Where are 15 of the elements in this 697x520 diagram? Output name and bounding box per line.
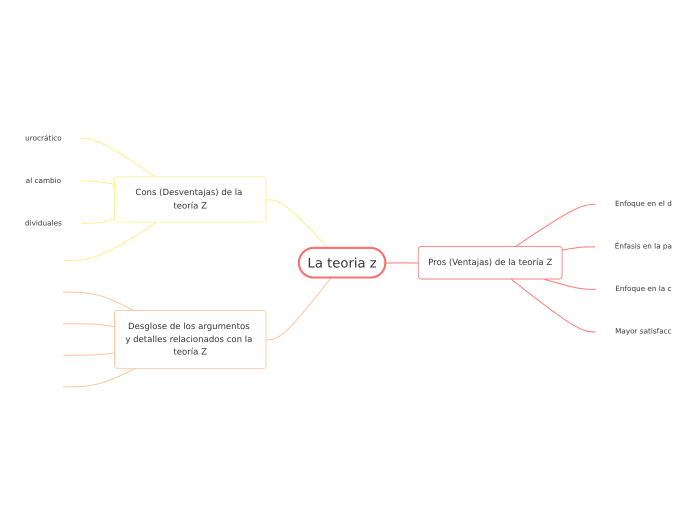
connector	[544, 278, 596, 290]
connector	[80, 180, 116, 186]
connector	[81, 219, 116, 224]
connector	[385, 262, 420, 264]
connector	[266, 277, 332, 340]
connector	[62, 222, 157, 261]
connector	[510, 278, 596, 332]
connector	[62, 292, 134, 312]
connector	[514, 204, 596, 248]
connector	[62, 323, 116, 328]
connector	[80, 138, 157, 178]
connector	[62, 368, 134, 388]
connector	[266, 199, 329, 249]
connector	[562, 246, 596, 251]
connector	[62, 352, 116, 356]
